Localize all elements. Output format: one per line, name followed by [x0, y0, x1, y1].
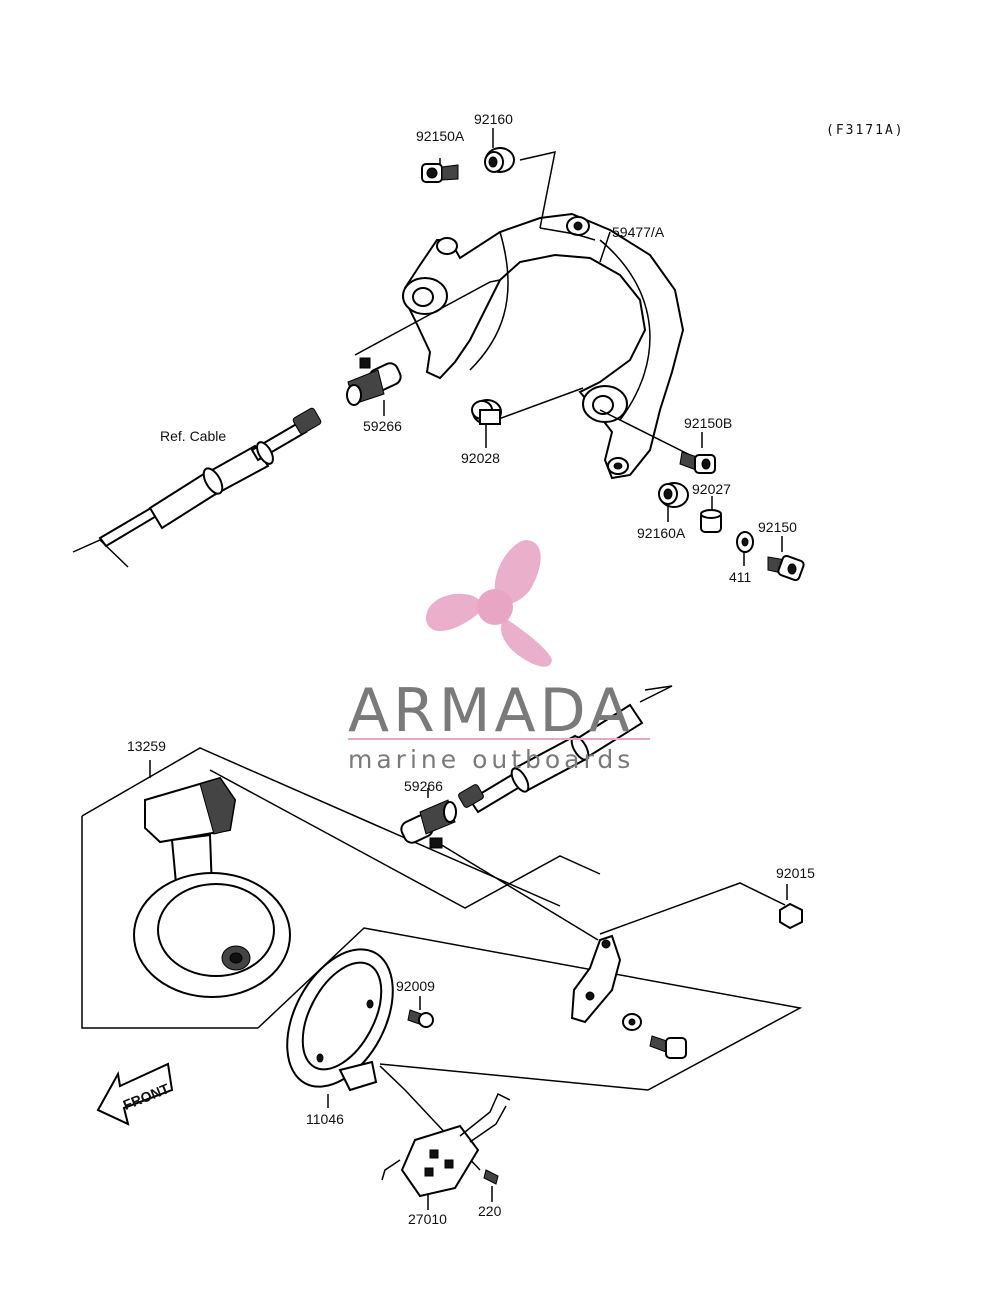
collar-92160 — [484, 147, 515, 173]
label-92150b: 92150B — [684, 415, 732, 431]
bolt-bottom — [649, 1035, 687, 1059]
label-92027: 92027 — [692, 481, 731, 497]
cable-joint-59266-top — [346, 357, 402, 406]
label-59477a: 59477/A — [612, 224, 665, 240]
bushing-92028 — [471, 399, 502, 425]
bracket-cover — [402, 212, 685, 480]
switch-27010 — [381, 1092, 511, 1198]
label-92150a: 92150A — [416, 128, 465, 144]
spacer-92027 — [700, 509, 722, 533]
screw-220 — [483, 1169, 499, 1185]
screw-92009 — [407, 1009, 434, 1028]
label-92015: 92015 — [776, 865, 815, 881]
bolt-92150b — [679, 451, 716, 474]
watermark-brand: ARMADA — [348, 676, 634, 746]
watermark-tagline: marine outboards — [348, 745, 634, 774]
label-59266-bottom: 59266 — [404, 778, 443, 794]
reference-code: (F3171A) — [826, 123, 905, 138]
bolt-92150a — [421, 163, 459, 183]
bolt-92150 — [767, 554, 805, 582]
watermark: ARMADA marine outboards — [348, 540, 650, 774]
collar-92160a — [658, 482, 689, 508]
lever-bracket — [570, 934, 622, 1024]
label-13259: 13259 — [127, 738, 166, 754]
control-handle-13259 — [133, 776, 291, 998]
nut-92015 — [779, 902, 803, 930]
front-arrow: FRONT — [96, 1062, 174, 1126]
label-220: 220 — [478, 1203, 502, 1219]
cable-joint-59266-bottom — [400, 799, 457, 849]
plate-11046 — [286, 948, 394, 1092]
label-11046: 11046 — [306, 1111, 344, 1127]
watermark-rule — [348, 738, 650, 740]
label-ref-cable: Ref. Cable — [160, 428, 226, 444]
label-27010: 27010 — [408, 1211, 447, 1227]
label-92160: 92160 — [474, 111, 513, 127]
washer-bottom — [622, 1013, 642, 1031]
cable-top — [98, 407, 322, 548]
cable-bottom — [458, 703, 644, 814]
label-92150: 92150 — [758, 519, 797, 535]
label-59266-top: 59266 — [363, 418, 402, 434]
leader-lines-bottom — [81, 685, 803, 1210]
label-411: 411 — [729, 569, 752, 585]
label-92009: 92009 — [396, 978, 435, 994]
part-labels: 92160 92150A 59477/A 59266 Ref. Cable 92… — [127, 111, 815, 1227]
washer-411 — [736, 531, 754, 553]
label-92028: 92028 — [461, 450, 500, 466]
propeller-logo — [425, 540, 552, 667]
label-92160a: 92160A — [637, 525, 686, 541]
